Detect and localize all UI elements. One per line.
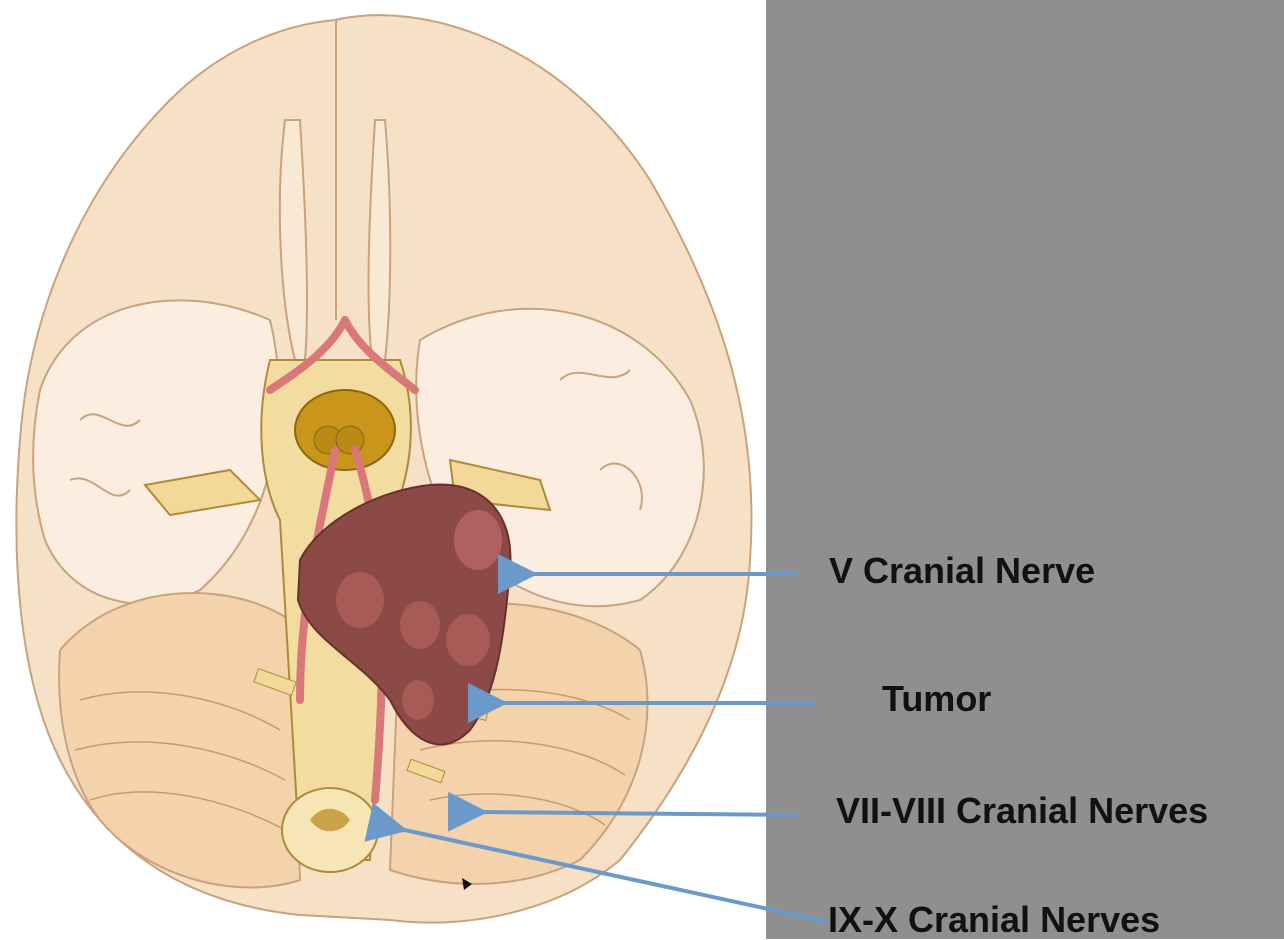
tumor-nodule-4 xyxy=(446,614,490,666)
mammillary-body-right xyxy=(336,426,364,454)
label-vii-viii-cranial-nerves: VII-VIII Cranial Nerves xyxy=(836,793,1208,829)
label-v-cranial-nerve: V Cranial Nerve xyxy=(829,553,1095,589)
tumor-nodule-1 xyxy=(454,510,502,570)
tumor-nodule-3 xyxy=(400,601,440,649)
cerebellum-left xyxy=(59,593,300,888)
label-tumor: Tumor xyxy=(882,681,991,717)
tumor-nodule-2 xyxy=(336,572,384,628)
tumor-nodule-5 xyxy=(402,680,434,720)
label-ix-x-cranial-nerves: IX-X Cranial Nerves xyxy=(828,902,1160,938)
